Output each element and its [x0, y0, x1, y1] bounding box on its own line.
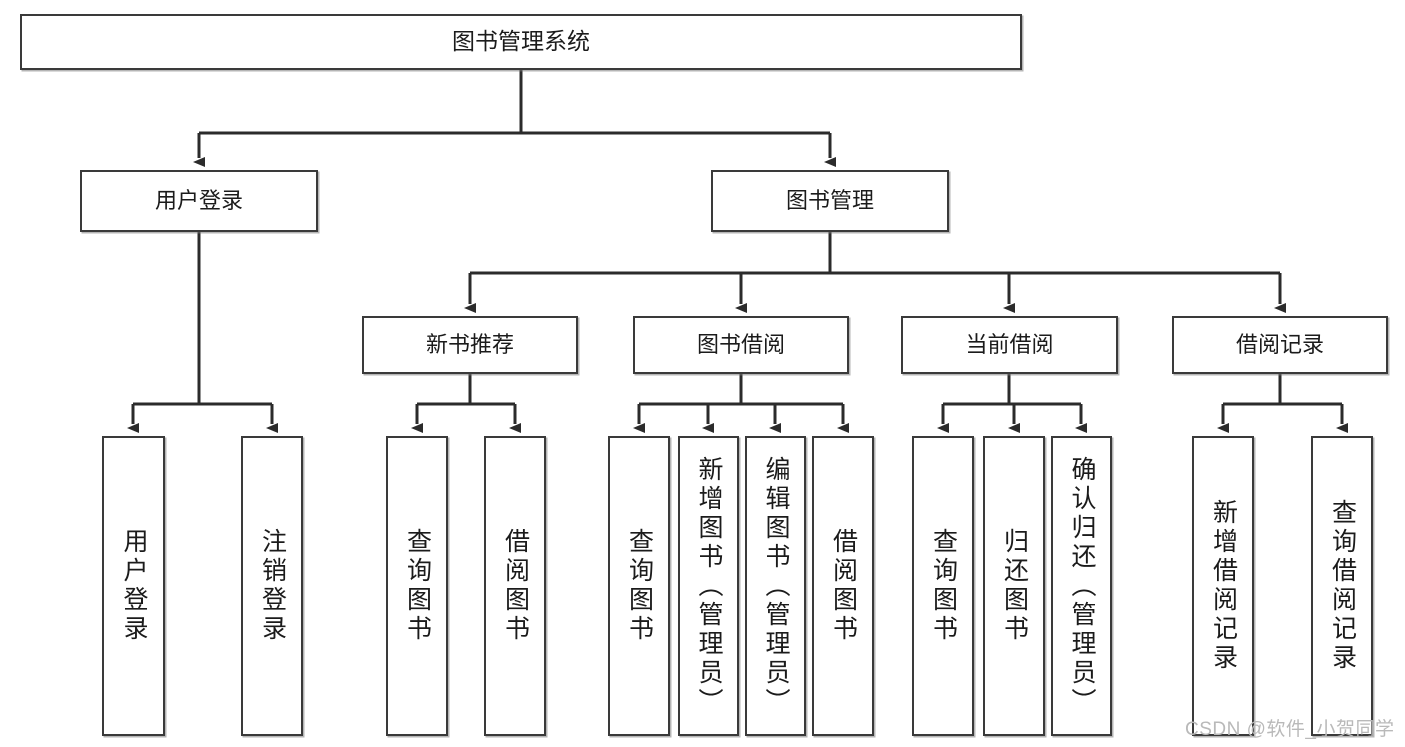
- node-borrow-record-label: 借阅记录: [1235, 332, 1324, 358]
- leaf-confirm-return-admin[interactable]: 确认归还（管理员）: [1051, 436, 1112, 736]
- leaf-query-borrow-record[interactable]: 查询借阅记录: [1311, 436, 1373, 736]
- leaf-borrow-book-label: 借阅图书: [829, 528, 858, 644]
- node-user-login-label: 用户登录: [154, 188, 243, 214]
- node-book-management-label: 图书管理: [785, 188, 874, 214]
- leaf-add-borrow-record-label: 新增借阅记录: [1209, 499, 1238, 673]
- node-book-management[interactable]: 图书管理: [711, 170, 949, 232]
- leaf-query-book-borrow-label: 查询图书: [625, 528, 654, 644]
- leaf-logout[interactable]: 注销登录: [241, 436, 303, 736]
- leaf-user-login[interactable]: 用户登录: [102, 436, 165, 736]
- leaf-edit-book-admin-label: 编辑图书（管理员）: [762, 455, 790, 717]
- node-root[interactable]: 图书管理系统: [20, 14, 1022, 70]
- leaf-return-book-label: 归还图书: [1000, 528, 1029, 644]
- leaf-query-borrow-record-label: 查询借阅记录: [1328, 499, 1357, 673]
- node-new-book-recommend[interactable]: 新书推荐: [362, 316, 578, 374]
- leaf-borrow-book-recommend-label: 借阅图书: [501, 528, 530, 644]
- leaf-return-book[interactable]: 归还图书: [983, 436, 1045, 736]
- leaf-borrow-book[interactable]: 借阅图书: [812, 436, 874, 736]
- node-user-login[interactable]: 用户登录: [80, 170, 318, 232]
- node-borrow-record[interactable]: 借阅记录: [1172, 316, 1388, 374]
- leaf-query-book-recommend-label: 查询图书: [403, 528, 432, 644]
- leaf-query-book-current[interactable]: 查询图书: [912, 436, 974, 736]
- leaf-query-book-current-label: 查询图书: [929, 528, 958, 644]
- node-new-book-recommend-label: 新书推荐: [425, 332, 514, 358]
- node-current-borrow-label: 当前借阅: [965, 332, 1054, 358]
- node-current-borrow[interactable]: 当前借阅: [901, 316, 1118, 374]
- leaf-add-book-admin-label: 新增图书（管理员）: [695, 455, 723, 717]
- leaf-borrow-book-recommend[interactable]: 借阅图书: [484, 436, 546, 736]
- leaf-confirm-return-admin-label: 确认归还（管理员）: [1068, 455, 1096, 717]
- node-root-label: 图书管理系统: [452, 28, 590, 55]
- node-book-borrow-label: 图书借阅: [696, 332, 785, 358]
- leaf-logout-label: 注销登录: [258, 528, 287, 644]
- leaf-add-book-admin[interactable]: 新增图书（管理员）: [678, 436, 739, 736]
- leaf-user-login-label: 用户登录: [120, 528, 148, 644]
- node-book-borrow[interactable]: 图书借阅: [633, 316, 849, 374]
- csdn-watermark: CSDN @软件_小贺同学: [1185, 719, 1395, 740]
- leaf-query-book-borrow[interactable]: 查询图书: [608, 436, 670, 736]
- leaf-edit-book-admin[interactable]: 编辑图书（管理员）: [745, 436, 806, 736]
- leaf-add-borrow-record[interactable]: 新增借阅记录: [1192, 436, 1254, 736]
- leaf-query-book-recommend[interactable]: 查询图书: [386, 436, 448, 736]
